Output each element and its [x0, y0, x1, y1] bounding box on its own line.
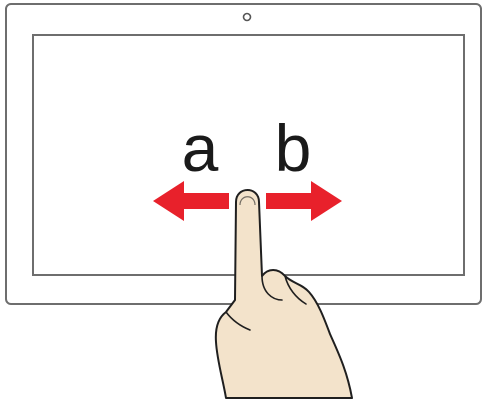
label-a: a — [182, 111, 219, 185]
camera-dot-icon — [244, 14, 251, 21]
label-b: b — [275, 111, 312, 185]
